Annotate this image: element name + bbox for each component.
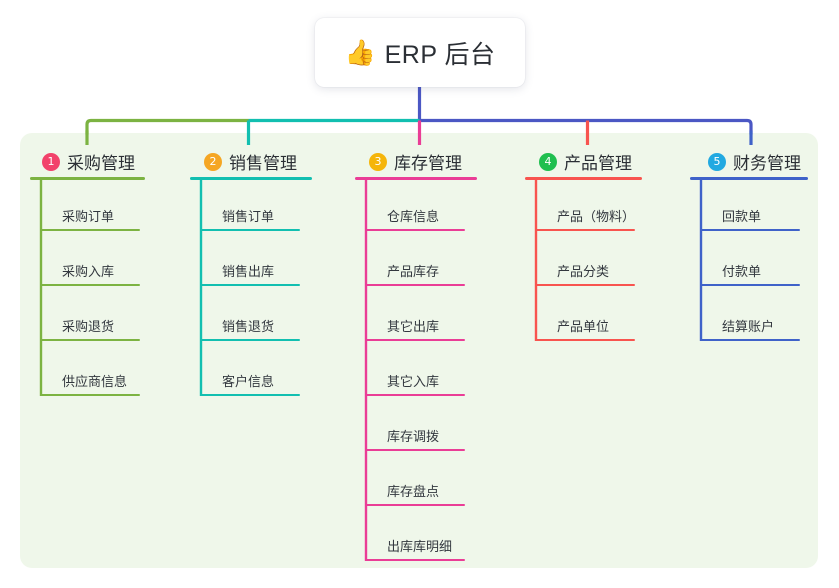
- leaf-item[interactable]: 库存盘点: [365, 478, 465, 506]
- leaf-item[interactable]: 客户信息: [200, 368, 300, 396]
- leaf-item[interactable]: 销售订单: [200, 203, 300, 231]
- leaf-item-rule: [200, 229, 300, 231]
- leaf-item[interactable]: 采购退货: [40, 313, 140, 341]
- column-badge-5: 5: [708, 152, 726, 171]
- leaf-item-label: 销售出库: [222, 264, 275, 279]
- leaf-item-rule: [40, 284, 140, 286]
- leaf-item-rule: [365, 394, 465, 396]
- leaf-item[interactable]: 供应商信息: [40, 368, 140, 396]
- column-title-3: 库存管理: [394, 154, 462, 173]
- column-title-4: 产品管理: [564, 154, 632, 173]
- column-rule-5: [690, 177, 808, 180]
- leaf-item-label: 供应商信息: [62, 374, 128, 389]
- leaf-item[interactable]: 销售出库: [200, 258, 300, 286]
- leaf-item-rule: [535, 339, 635, 341]
- leaf-item-rule: [200, 284, 300, 286]
- root-node-content: 👍 ERP 后台: [344, 35, 495, 71]
- leaf-item[interactable]: 产品（物料）: [535, 203, 635, 231]
- leaf-item-label: 产品库存: [387, 264, 440, 279]
- column-badge-4: 4: [539, 152, 557, 171]
- leaf-item-label: 销售退货: [222, 319, 275, 334]
- leaf-item[interactable]: 回款单: [700, 203, 800, 231]
- leaf-item[interactable]: 销售退货: [200, 313, 300, 341]
- leaf-item-rule: [365, 229, 465, 231]
- leaf-item-label: 产品（物料）: [557, 209, 636, 224]
- leaf-item[interactable]: 出库库明细: [365, 533, 465, 561]
- leaf-item-rule: [535, 229, 635, 231]
- leaf-item-label: 其它出库: [387, 319, 440, 334]
- leaf-item[interactable]: 采购入库: [40, 258, 140, 286]
- column-badge-2: 2: [204, 152, 222, 171]
- leaf-item-rule: [365, 339, 465, 341]
- leaf-item-label: 库存调拨: [387, 429, 440, 444]
- leaf-item[interactable]: 其它出库: [365, 313, 465, 341]
- leaf-item-label: 结算账户: [722, 319, 775, 334]
- column-header-4[interactable]: 4 产品管理: [539, 149, 632, 174]
- leaf-item-label: 采购退货: [62, 319, 115, 334]
- leaf-item-label: 出库库明细: [387, 539, 453, 554]
- leaf-item-label: 其它入库: [387, 374, 440, 389]
- root-node[interactable]: 👍 ERP 后台: [315, 18, 525, 87]
- leaf-item[interactable]: 产品单位: [535, 313, 635, 341]
- leaf-item-rule: [365, 559, 465, 561]
- leaf-item-label: 回款单: [722, 209, 762, 224]
- leaf-item-rule: [535, 284, 635, 286]
- column-badge-3: 3: [369, 152, 387, 171]
- column-title-2: 销售管理: [229, 154, 297, 173]
- leaf-item-rule: [200, 394, 300, 396]
- leaf-item-rule: [40, 394, 140, 396]
- leaf-item-rule: [200, 339, 300, 341]
- leaf-item-rule: [700, 229, 800, 231]
- leaf-item[interactable]: 付款单: [700, 258, 800, 286]
- leaf-item[interactable]: 产品库存: [365, 258, 465, 286]
- leaf-item-rule: [365, 504, 465, 506]
- column-header-5[interactable]: 5 财务管理: [708, 149, 801, 174]
- leaf-item[interactable]: 采购订单: [40, 203, 140, 231]
- leaf-item-rule: [40, 339, 140, 341]
- leaf-item-rule: [365, 284, 465, 286]
- leaf-item-label: 销售订单: [222, 209, 275, 224]
- leaf-item-label: 产品分类: [557, 264, 610, 279]
- leaf-item-label: 仓库信息: [387, 209, 440, 224]
- leaf-item-rule: [700, 284, 800, 286]
- column-title-1: 采购管理: [67, 154, 135, 173]
- leaf-item-label: 采购入库: [62, 264, 115, 279]
- column-rule-4: [525, 177, 642, 180]
- leaf-item[interactable]: 其它入库: [365, 368, 465, 396]
- leaf-item-label: 付款单: [722, 264, 762, 279]
- thumbs-up-icon: 👍: [344, 38, 376, 67]
- column-title-5: 财务管理: [733, 154, 801, 173]
- leaf-item-rule: [40, 229, 140, 231]
- column-header-2[interactable]: 2 销售管理: [204, 149, 297, 174]
- leaf-item-label: 产品单位: [557, 319, 610, 334]
- column-badge-1: 1: [42, 152, 60, 171]
- column-header-3[interactable]: 3 库存管理: [369, 149, 462, 174]
- leaf-item[interactable]: 库存调拨: [365, 423, 465, 451]
- leaf-item-rule: [365, 449, 465, 451]
- column-header-1[interactable]: 1 采购管理: [42, 149, 135, 174]
- column-rule-2: [190, 177, 312, 180]
- leaf-item[interactable]: 仓库信息: [365, 203, 465, 231]
- leaf-item-label: 库存盘点: [387, 484, 440, 499]
- leaf-item[interactable]: 结算账户: [700, 313, 800, 341]
- root-node-title: ERP 后台: [384, 40, 496, 69]
- leaf-item-rule: [700, 339, 800, 341]
- column-rule-3: [355, 177, 477, 180]
- diagram-panel: [20, 133, 818, 568]
- leaf-item-label: 采购订单: [62, 209, 115, 224]
- leaf-item[interactable]: 产品分类: [535, 258, 635, 286]
- leaf-item-label: 客户信息: [222, 374, 275, 389]
- column-rule-1: [30, 177, 145, 180]
